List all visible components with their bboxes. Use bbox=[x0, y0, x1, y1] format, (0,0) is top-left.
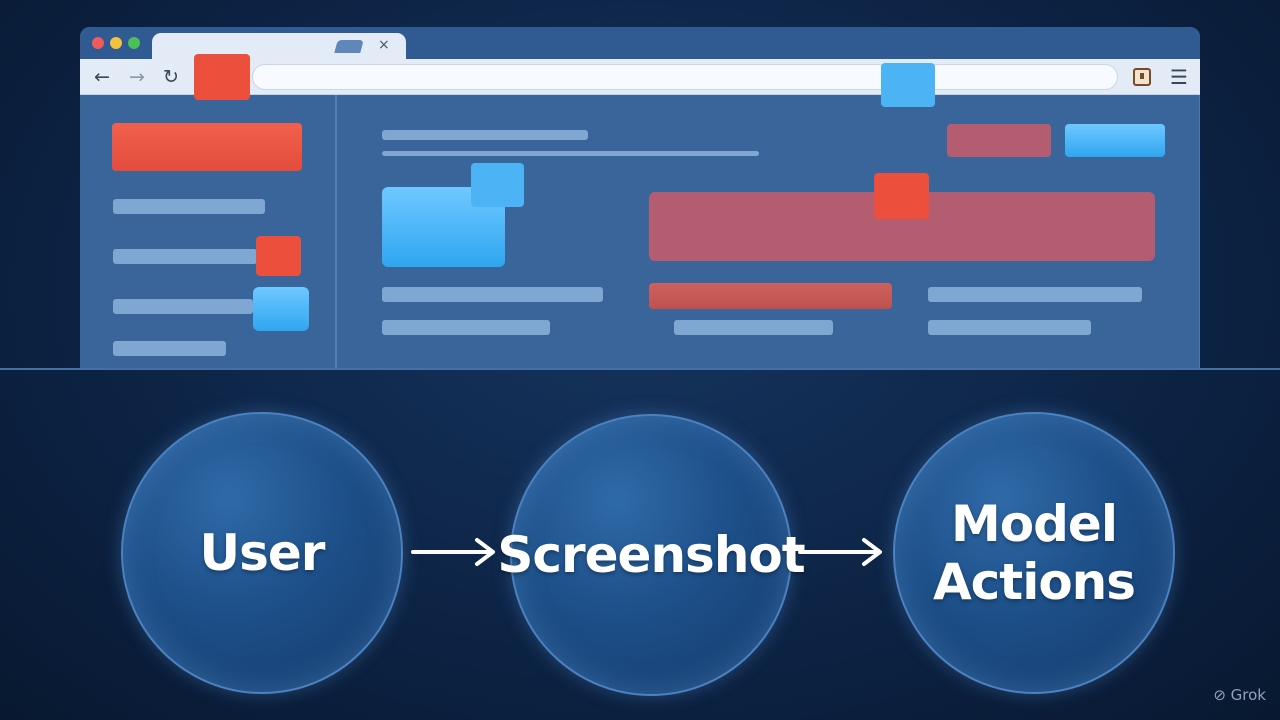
browser-toolbar: ← → ↻ ☆ ☰ bbox=[80, 59, 1200, 95]
flow-arrow-icon bbox=[411, 538, 495, 566]
flow-node-label: Model Actions bbox=[932, 495, 1136, 611]
flow-node-screenshot: Screenshot bbox=[497, 414, 806, 696]
sidebar-blue-block bbox=[253, 287, 309, 331]
flow-node-label: User bbox=[199, 524, 326, 582]
click-marker-icon bbox=[256, 236, 301, 276]
close-dot-icon bbox=[92, 37, 104, 49]
sidebar-highlight-block bbox=[112, 123, 302, 171]
tab-bar: × bbox=[80, 27, 1200, 61]
content-blue-button bbox=[1065, 124, 1165, 157]
sidebar-line bbox=[113, 299, 253, 314]
flow-node-user: User bbox=[121, 412, 403, 694]
content-line bbox=[928, 287, 1142, 302]
maximize-dot-icon bbox=[128, 37, 140, 49]
menu-icon: ☰ bbox=[1170, 65, 1188, 89]
browser-tab: × bbox=[152, 33, 406, 61]
click-marker-icon bbox=[194, 54, 250, 100]
content-line bbox=[382, 320, 550, 335]
reload-icon: ↻ bbox=[163, 66, 179, 88]
content-red-bar bbox=[649, 283, 892, 309]
flow-arrow-icon bbox=[798, 538, 882, 566]
sidebar-line bbox=[113, 199, 265, 214]
flow-node-label: Screenshot bbox=[497, 526, 805, 584]
content-line bbox=[382, 151, 759, 156]
click-marker-icon bbox=[881, 63, 935, 107]
click-marker-icon bbox=[874, 173, 929, 219]
flow-node-model-actions: Model Actions bbox=[893, 412, 1175, 694]
content-line bbox=[382, 287, 603, 302]
watermark: ⊘ Grok bbox=[1213, 686, 1266, 704]
new-tab-icon bbox=[334, 40, 364, 53]
content-red-button bbox=[947, 124, 1051, 157]
sidebar-line bbox=[113, 249, 257, 264]
divider-line bbox=[0, 368, 1280, 370]
minimize-dot-icon bbox=[110, 37, 122, 49]
address-bar: ☆ bbox=[252, 64, 1118, 90]
extension-icon bbox=[1133, 68, 1151, 86]
sidebar-mock bbox=[80, 95, 337, 369]
watermark-text: Grok bbox=[1230, 686, 1266, 704]
content-line bbox=[674, 320, 833, 335]
click-marker-icon bbox=[471, 163, 524, 207]
back-arrow-icon: ← bbox=[94, 66, 110, 88]
content-line bbox=[928, 320, 1091, 335]
tab-close-icon: × bbox=[378, 37, 390, 53]
forward-arrow-icon: → bbox=[129, 66, 145, 88]
sidebar-line bbox=[113, 341, 226, 356]
grok-logo-icon: ⊘ bbox=[1213, 686, 1226, 704]
browser-window-illustration: × ← → ↻ ☆ ☰ bbox=[80, 27, 1200, 369]
content-line bbox=[382, 130, 588, 140]
